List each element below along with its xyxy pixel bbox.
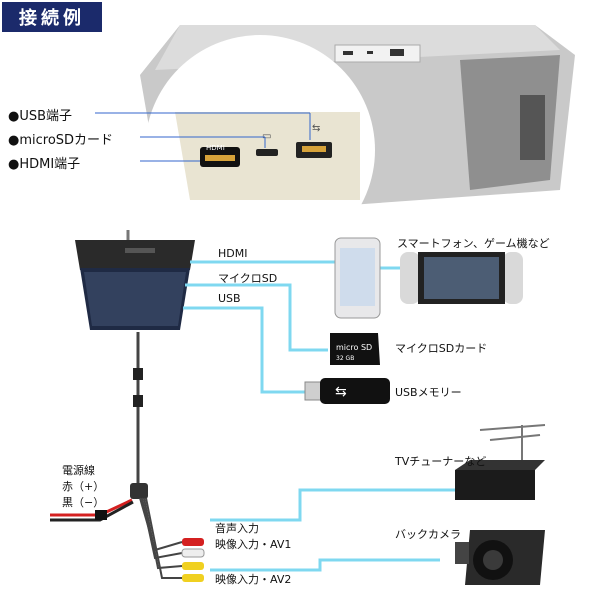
svg-text:32 GB: 32 GB <box>336 355 354 362</box>
device-label-camera: バックカメラ <box>395 526 461 542</box>
power-title: 電源線 <box>62 462 95 478</box>
power-red-label: 赤（+） <box>62 478 104 494</box>
av1-audio-label: 音声入力 <box>215 520 259 536</box>
rca-red-plug <box>182 538 204 546</box>
rca-cables <box>140 498 204 582</box>
smartphone <box>335 238 380 318</box>
device-label-usb: USBメモリー <box>395 384 462 400</box>
av2-video-label: 映像入力・AV2 <box>215 571 291 587</box>
port-label-microsd: ●microSDカード <box>8 129 113 148</box>
hdmi-port-text: HDMI <box>206 144 225 152</box>
cable-junction <box>130 483 148 499</box>
svg-text:⇆: ⇆ <box>335 384 347 400</box>
microsd-card: micro SD 32 GB <box>330 333 380 365</box>
back-camera <box>455 530 545 585</box>
device-label-smartphone: スマートフォン、ゲーム機など <box>397 235 550 251</box>
rca-white-plug <box>182 549 204 557</box>
conn-label-microsd: マイクロSD <box>218 270 277 286</box>
power-black-label: 黒（−） <box>62 494 104 510</box>
av1-video-label: 映像入力・AV1 <box>215 536 291 552</box>
conn-label-hdmi: HDMI <box>218 247 247 260</box>
microsd-slot <box>256 149 278 156</box>
svg-text:⇆: ⇆ <box>312 123 320 134</box>
monitor-device <box>75 230 195 330</box>
port-label-hdmi: ●HDMI端子 <box>8 153 80 172</box>
port-label-usb: ●USB端子 <box>8 105 72 124</box>
rca-yellow-plug-1 <box>182 562 204 570</box>
svg-text:micro SD: micro SD <box>336 343 372 352</box>
usb-memory: ⇆ <box>305 378 390 404</box>
rca-yellow-plug-2 <box>182 574 204 582</box>
conn-label-usb: USB <box>218 292 241 305</box>
game-console <box>400 252 523 304</box>
device-label-tuner: TVチューナーなど <box>395 453 486 469</box>
device-label-microsd: マイクロSDカード <box>395 340 487 356</box>
